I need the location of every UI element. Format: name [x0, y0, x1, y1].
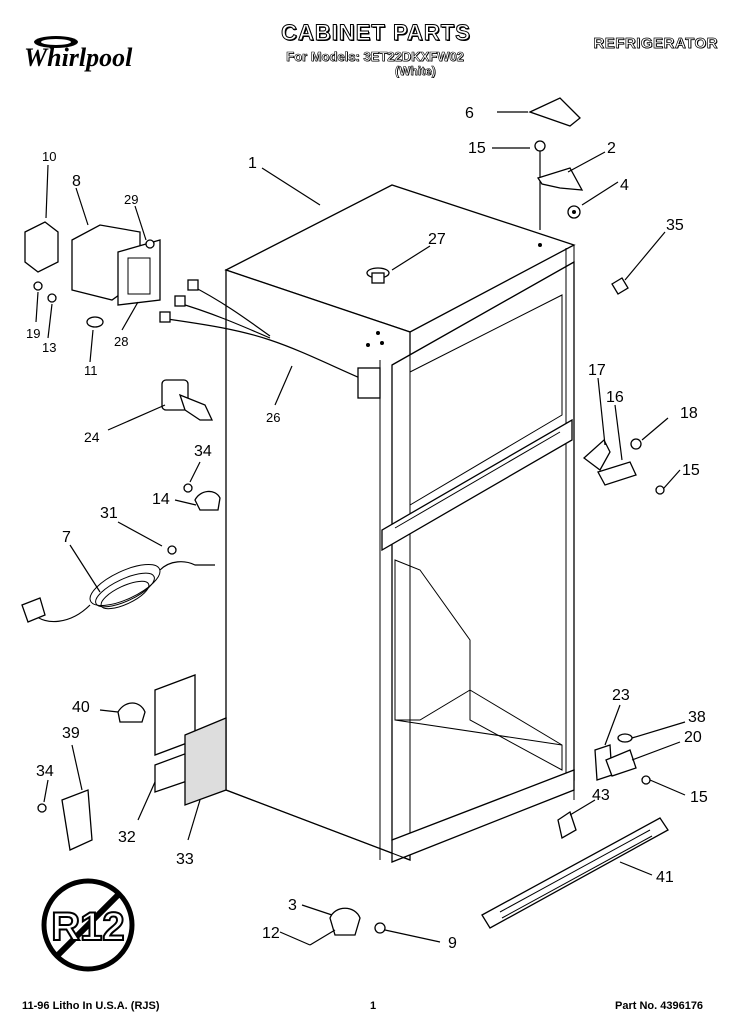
- footer-print-info: 11-96 Litho In U.S.A. (RJS): [22, 1000, 160, 1012]
- part-41-toe-grille: [481, 817, 669, 929]
- callout-32: 32: [118, 829, 136, 846]
- part-20-bottom-hinge: [605, 749, 637, 777]
- callout-15-middle: 15: [682, 462, 700, 479]
- part-13-screw: [47, 293, 57, 303]
- callout-8: 8: [72, 173, 81, 190]
- callout-1: 1: [248, 155, 257, 172]
- r12-stamp-text: R12: [51, 905, 124, 949]
- callout-26: 26: [266, 410, 280, 425]
- callout-19: 19: [26, 326, 40, 341]
- callout-15-bottom: 15: [690, 789, 708, 806]
- part-2-top-hinge: [536, 167, 584, 191]
- callout-29: 29: [124, 192, 138, 207]
- part-6-cap: [528, 97, 581, 127]
- callout-20: 20: [684, 729, 702, 746]
- page-title: CABINET PARTS: [281, 20, 471, 46]
- callout-12: 12: [262, 925, 280, 942]
- callout-labels: 1 2 3 4 6 7 8 9 10 11 12 13 14 15 15 15 …: [26, 105, 708, 952]
- part-3-leveling-bracket: [309, 907, 361, 946]
- callout-15-top: 15: [468, 140, 486, 157]
- part-28-bracket: [117, 239, 161, 306]
- part-39-cover: [61, 789, 93, 851]
- callout-43: 43: [592, 787, 610, 804]
- callout-33: 33: [176, 851, 194, 868]
- part-29-screw: [145, 239, 155, 249]
- callout-4: 4: [620, 177, 629, 194]
- cabinet-shell: [224, 184, 576, 863]
- part-15-screw-bottom: [641, 775, 651, 785]
- leader-lines: [35, 111, 686, 946]
- category-label: REFRIGERATOR: [593, 35, 718, 53]
- part-26-wire-harness: [159, 279, 381, 399]
- callout-3: 3: [288, 897, 297, 914]
- part-43-clip: [557, 810, 577, 840]
- callout-24: 24: [84, 429, 100, 445]
- callout-14: 14: [152, 491, 170, 508]
- callout-31: 31: [100, 505, 118, 522]
- whirlpool-logo-graphic: Whirlpool: [24, 36, 133, 72]
- part-16-hinge-pin: [597, 461, 637, 486]
- part-10-relay-cover: [24, 221, 59, 273]
- callout-16: 16: [606, 389, 624, 406]
- part-34-screw-lower: [37, 803, 47, 813]
- whirlpool-logo: Whirlpool: [22, 32, 152, 77]
- part-15-screw: [534, 140, 546, 230]
- part-18-washer: [630, 438, 642, 450]
- part-27-plug: [366, 267, 390, 284]
- callout-23: 23: [612, 687, 630, 704]
- part-34-screw: [183, 483, 193, 493]
- callout-10: 10: [42, 149, 56, 164]
- part-14-clamp: [194, 490, 221, 511]
- callout-18: 18: [680, 405, 698, 422]
- callout-38: 38: [688, 709, 706, 726]
- part-33-insulation-pad: [184, 717, 227, 806]
- footer-part-number: Part No. 4396176: [615, 1000, 704, 1012]
- part-24-drain-tube: [161, 379, 214, 421]
- callout-11: 11: [84, 363, 98, 378]
- callout-28: 28: [114, 334, 128, 349]
- part-38-washer: [617, 733, 633, 743]
- part-11-grommet: [86, 316, 104, 328]
- whirlpool-logo-text: Whirlpool: [24, 43, 133, 72]
- callout-40: 40: [72, 699, 90, 716]
- callout-41: 41: [656, 869, 674, 886]
- callout-17: 17: [588, 362, 606, 379]
- callout-9: 9: [448, 935, 457, 952]
- callout-6: 6: [465, 105, 474, 122]
- part-40-clamp: [117, 702, 146, 723]
- part-7-power-cord: [21, 545, 215, 623]
- callout-27: 27: [428, 231, 446, 248]
- callout-2: 2: [607, 140, 616, 157]
- footer-page-number: 1: [370, 1000, 377, 1012]
- color-line: (White): [395, 64, 436, 79]
- models-line: For Models: 3ET22DKXFW02: [286, 49, 464, 65]
- callout-35: 35: [666, 217, 684, 234]
- part-19-screw: [33, 281, 43, 291]
- callout-34-upper: 34: [194, 443, 212, 460]
- callout-7: 7: [62, 529, 71, 546]
- part-9-screw: [374, 922, 386, 934]
- callout-39: 39: [62, 725, 80, 742]
- callout-13: 13: [42, 340, 56, 355]
- r12-refrigerant-stamp: R12: [41, 878, 135, 972]
- part-15-screw-mid: [655, 485, 665, 495]
- part-35-clip: [611, 277, 629, 295]
- part-17-center-hinge: [582, 438, 611, 471]
- callout-34-lower: 34: [36, 763, 54, 780]
- part-32-bracket: [154, 674, 196, 793]
